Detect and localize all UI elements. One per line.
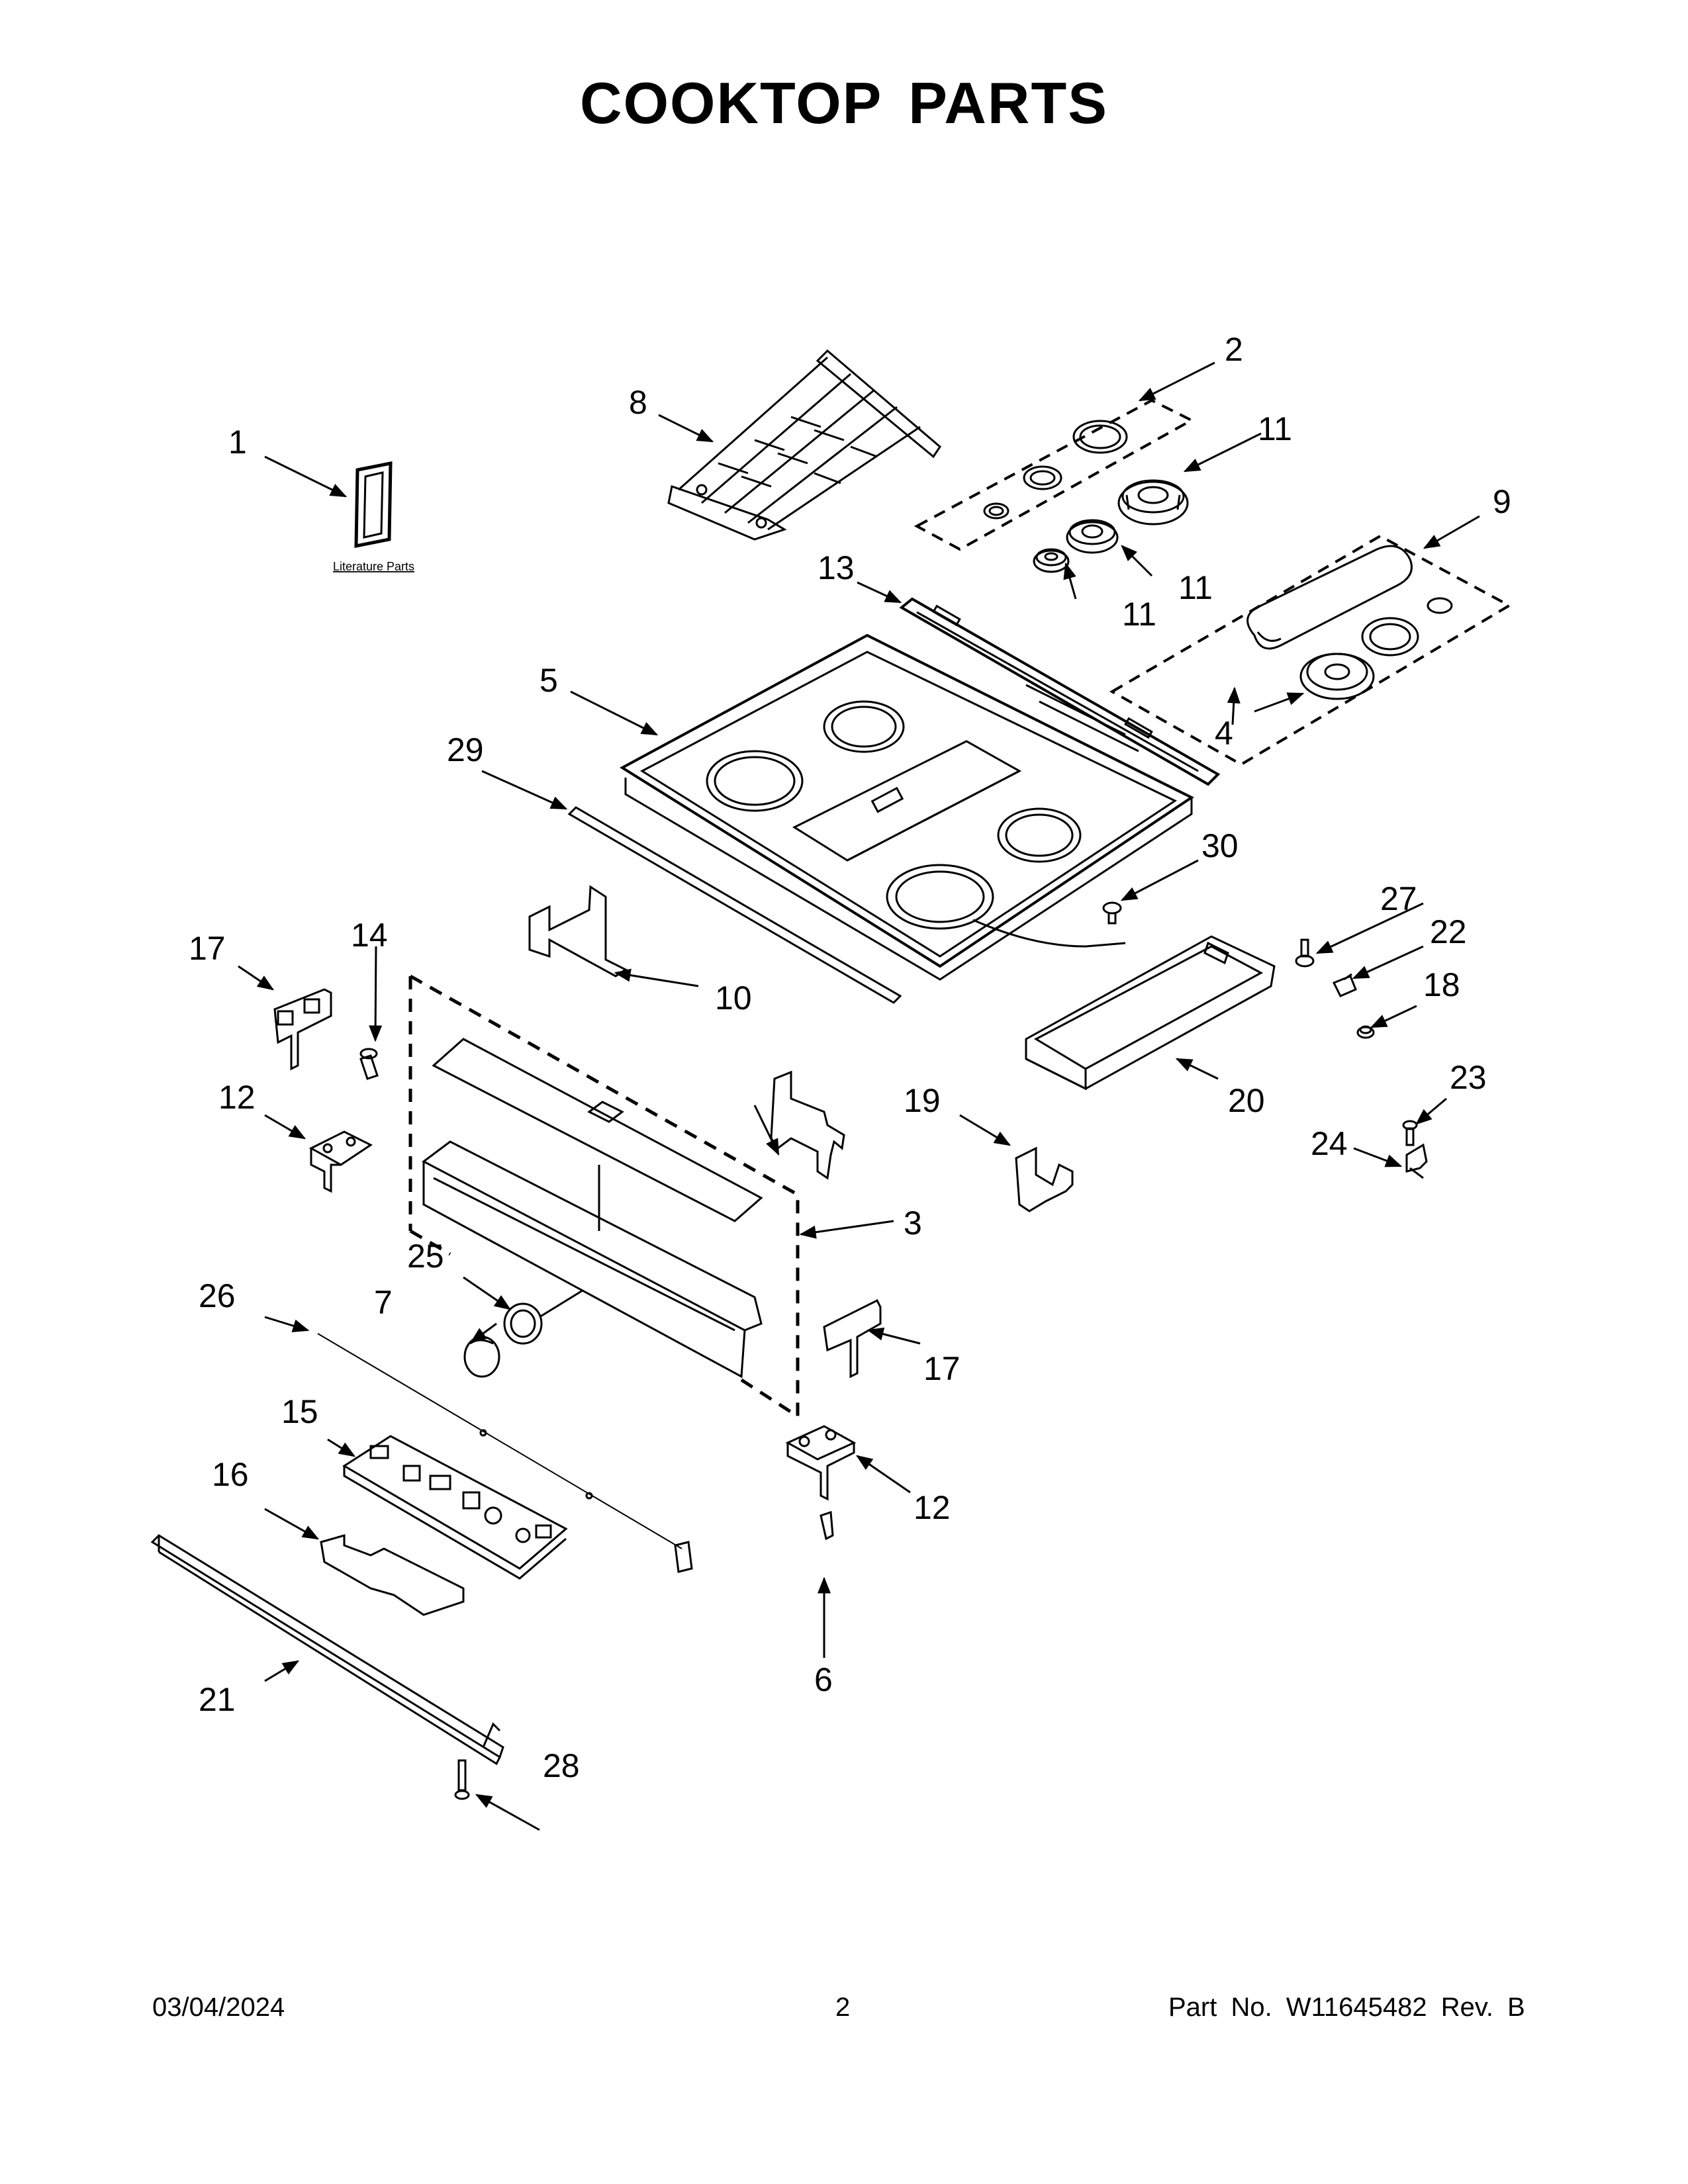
shield-plate-part xyxy=(320,1534,465,1616)
callout-24: 24 xyxy=(1311,1125,1348,1162)
side-bracket-part xyxy=(1015,1146,1074,1212)
callout-17b: 17 xyxy=(923,1350,961,1387)
literature-parts-label: Literature Parts xyxy=(333,560,414,573)
control-bracket-part xyxy=(273,988,332,1071)
callout-28: 28 xyxy=(543,1747,580,1784)
callout-4: 4 xyxy=(1215,715,1233,752)
small-hardware-part xyxy=(1295,938,1375,1039)
screw-part xyxy=(454,1759,470,1800)
callout-30: 30 xyxy=(1201,827,1239,864)
callout-5: 5 xyxy=(539,662,558,699)
footer-page-number: 2 xyxy=(835,1993,851,2022)
callout-6: 6 xyxy=(814,1661,833,1698)
callout-14: 14 xyxy=(351,917,388,954)
callout-16: 16 xyxy=(212,1456,249,1493)
callout-3: 3 xyxy=(904,1205,922,1242)
callout-1: 1 xyxy=(228,424,247,461)
bracket-hardware-part xyxy=(1402,1120,1428,1179)
control-panel-group-part xyxy=(408,974,800,1420)
footer-date: 03/04/2024 xyxy=(152,1993,285,2022)
callout-25: 25 xyxy=(407,1238,444,1275)
griddle-burner-group-part xyxy=(1109,534,1513,766)
callout-26: 26 xyxy=(199,1277,236,1314)
mounting-bracket-part xyxy=(308,1130,373,1193)
burner-head-part xyxy=(1033,479,1189,573)
leader-lines xyxy=(238,361,1480,1831)
screw-part xyxy=(359,1048,379,1080)
footer-part-number: Part No. W11645482 Rev. B xyxy=(1168,1993,1525,2022)
callout-17a: 17 xyxy=(189,930,226,967)
callout-11b: 11 xyxy=(1178,569,1213,606)
callout-12b: 12 xyxy=(914,1489,951,1526)
grate-part xyxy=(667,349,941,541)
screw-part xyxy=(1102,901,1122,925)
wire-harness-part xyxy=(317,1333,693,1573)
callout-27: 27 xyxy=(1380,880,1417,917)
gasket-strip-part xyxy=(567,806,902,1004)
front-rail-part xyxy=(150,1534,504,1766)
callout-2: 2 xyxy=(1225,331,1243,368)
callout-9: 9 xyxy=(1493,483,1511,520)
page-title: COOKTOP PARTS xyxy=(580,70,1108,136)
callout-15: 15 xyxy=(281,1393,318,1430)
mounting-bracket-part xyxy=(785,1425,857,1541)
cooktop-main-top-part xyxy=(620,633,1194,981)
callout-29: 29 xyxy=(447,731,484,768)
callout-8: 8 xyxy=(629,384,647,421)
callout-19: 19 xyxy=(904,1082,941,1119)
callout-12a: 12 xyxy=(218,1079,256,1116)
literature-parts-part xyxy=(354,461,393,549)
burner-cap-group-part xyxy=(914,398,1195,551)
callout-23: 23 xyxy=(1450,1059,1487,1096)
callout-22: 22 xyxy=(1430,913,1467,950)
control-board-part xyxy=(342,1435,568,1580)
bracket-part xyxy=(528,885,845,1180)
griddle-part xyxy=(1025,935,1276,1091)
control-bracket-part xyxy=(823,1298,882,1379)
callout-21: 21 xyxy=(199,1681,236,1718)
callout-10: 10 xyxy=(715,979,752,1017)
callout-labels: 1 2 3 4 5 6 7 8 9 10 11 11 11 12 12 13 1… xyxy=(189,331,1511,1784)
callout-13: 13 xyxy=(818,549,855,586)
callout-11c: 11 xyxy=(1122,596,1156,633)
callout-7: 7 xyxy=(374,1284,393,1321)
callout-18: 18 xyxy=(1423,966,1460,1003)
callout-20: 20 xyxy=(1228,1082,1265,1119)
callout-11a: 11 xyxy=(1258,410,1292,447)
